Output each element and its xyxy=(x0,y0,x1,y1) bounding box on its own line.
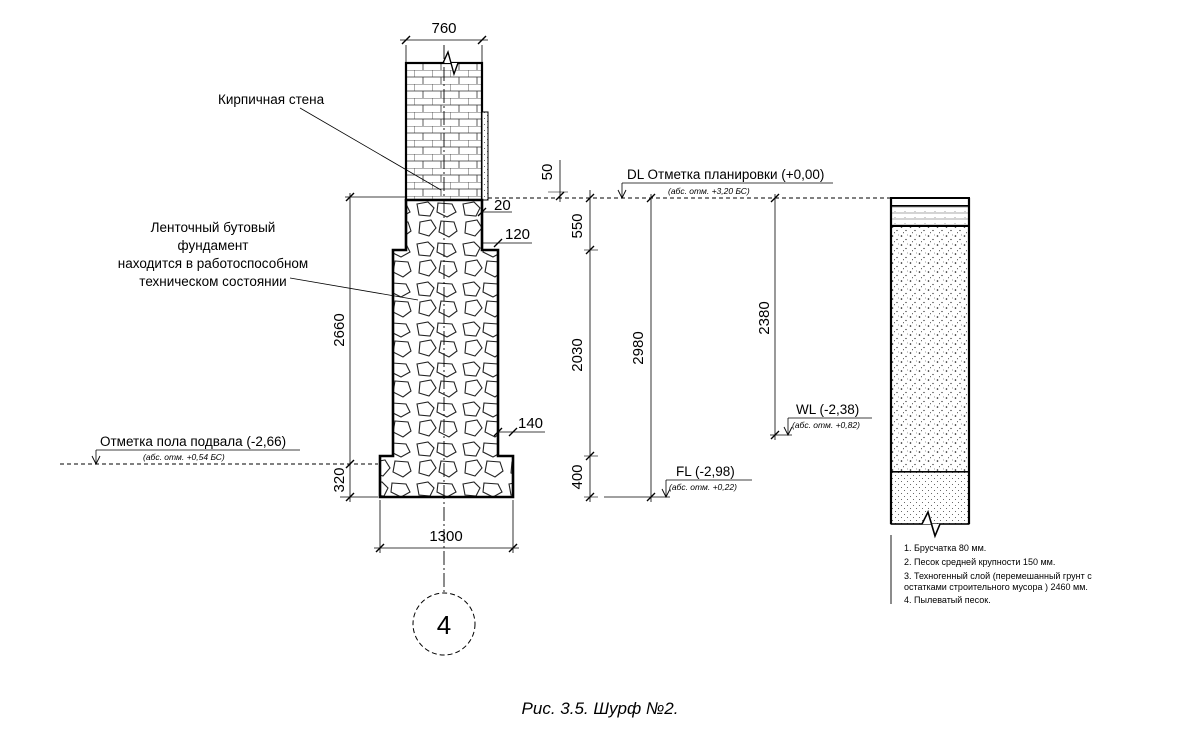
dim-small-offsets: 20 120 140 xyxy=(477,197,545,437)
svg-text:760: 760 xyxy=(431,20,456,37)
svg-text:FL (-2,98): FL (-2,98) xyxy=(676,464,735,479)
level-fl: FL (-2,98) (абс. отм. +0,22) xyxy=(604,464,752,499)
axis-label: 4 xyxy=(437,610,451,640)
svg-text:2. Песок средней крупности 150: 2. Песок средней крупности 150 мм. xyxy=(904,557,1055,567)
axis-bubble xyxy=(412,592,476,656)
svg-text:2380: 2380 xyxy=(756,301,773,334)
svg-text:1300: 1300 xyxy=(429,528,462,545)
soil-column xyxy=(889,197,971,539)
svg-text:140: 140 xyxy=(518,415,543,432)
dim-left-vertical: 2660 320 xyxy=(331,192,405,502)
soil-legend: 1. Брусчатка 80 мм. 2. Песок средней кру… xyxy=(890,535,1092,605)
svg-text:20: 20 xyxy=(494,197,511,214)
svg-text:4. Пылеватый песок.: 4. Пылеватый песок. xyxy=(904,595,991,605)
dim-50: 50 xyxy=(539,160,568,202)
svg-text:WL (-2,38): WL (-2,38) xyxy=(796,402,859,417)
dim-top-width: 760 xyxy=(400,20,488,62)
level-wl: WL (-2,38) (абс. отм. +0,82) xyxy=(770,402,872,437)
svg-text:DL Отметка планировки (+0,00): DL Отметка планировки (+0,00) xyxy=(627,167,824,182)
dim-2380: 2380 xyxy=(756,193,780,440)
svg-text:1. Брусчатка 80 мм.: 1. Брусчатка 80 мм. xyxy=(904,543,986,553)
svg-text:2660: 2660 xyxy=(331,313,348,346)
svg-text:(абс. отм. +0,22): (абс. отм. +0,22) xyxy=(669,482,737,492)
level-basement: Отметка пола подвала (-2,66) (абс. отм. … xyxy=(60,434,378,466)
svg-text:(абс. отм. +0,82): (абс. отм. +0,82) xyxy=(792,420,860,430)
svg-text:находится в работоспособном: находится в работоспособном xyxy=(118,256,308,271)
svg-text:120: 120 xyxy=(505,226,530,243)
svg-text:фундамент: фундамент xyxy=(178,238,249,253)
svg-text:2030: 2030 xyxy=(569,338,586,371)
svg-text:550: 550 xyxy=(569,213,586,238)
label-foundation: Ленточный бутовый фундамент находится в … xyxy=(118,220,419,301)
dim-bottom-width: 1300 xyxy=(374,500,519,553)
svg-text:Кирпичная стена: Кирпичная стена xyxy=(218,92,325,107)
rubble-foundation xyxy=(378,198,515,499)
svg-text:(абс. отм. +3,20 БС): (абс. отм. +3,20 БС) xyxy=(668,186,750,196)
svg-text:(абс. отм. +0,54 БС): (абс. отм. +0,54 БС) xyxy=(143,452,225,462)
dim-2980: 2980 xyxy=(630,193,656,502)
label-brick-wall: Кирпичная стена xyxy=(218,92,442,191)
svg-text:400: 400 xyxy=(569,464,586,489)
svg-text:Ленточный бутовый: Ленточный бутовый xyxy=(151,220,276,235)
svg-text:320: 320 xyxy=(331,467,348,492)
svg-text:3. Техногенный слой (перемешан: 3. Техногенный слой (перемешанный грунт … xyxy=(904,571,1092,581)
svg-text:техническом состоянии: техническом состоянии xyxy=(139,274,286,289)
svg-text:2980: 2980 xyxy=(630,331,647,364)
figure-caption: Рис. 3.5. Шурф №2. xyxy=(522,699,679,718)
svg-text:Отметка пола подвала (-2,66): Отметка пола подвала (-2,66) xyxy=(100,434,286,449)
level-dl: DL Отметка планировки (+0,00) (абс. отм.… xyxy=(488,167,890,200)
dim-middle-vertical: 550 2030 400 xyxy=(569,190,598,502)
brick-wall xyxy=(404,49,489,202)
svg-text:остатками строительного мусора: остатками строительного мусора ) 2460 мм… xyxy=(904,582,1088,592)
svg-text:50: 50 xyxy=(539,164,556,181)
